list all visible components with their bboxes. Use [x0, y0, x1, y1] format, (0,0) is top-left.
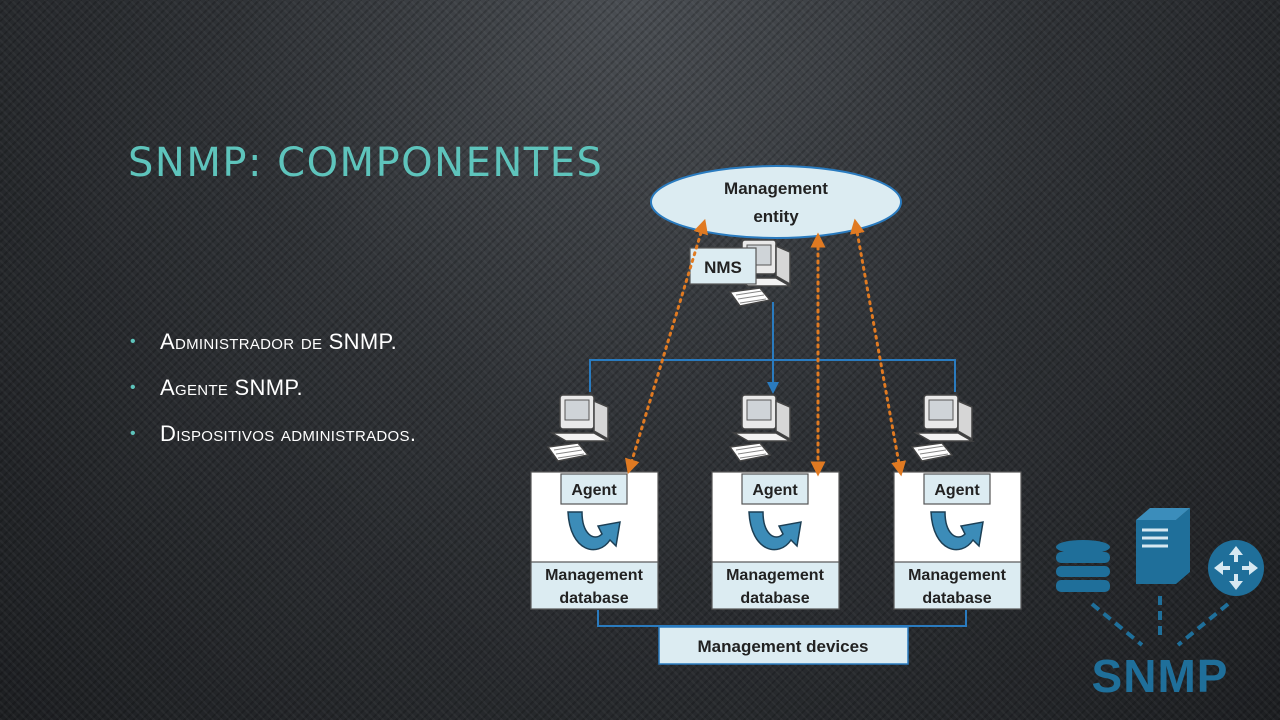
network-lines: [589, 302, 956, 394]
agent-label-3: Agent: [934, 482, 980, 499]
device-box-2: [711, 471, 840, 610]
device-computer-icon-3: [911, 394, 973, 462]
db-label-1-line2: database: [559, 590, 628, 607]
db-label-1-line1: Management: [545, 567, 643, 584]
bullet-list: Administrador de SNMP. Agente SNMP. Disp…: [130, 330, 416, 468]
bullet-item-agent: Agente SNMP.: [130, 376, 416, 401]
server-icon: [1136, 508, 1190, 584]
entity-label-line1: Management: [724, 179, 828, 198]
devices-bracket: [597, 610, 967, 627]
db-label-3-line1: Management: [908, 567, 1006, 584]
database-icon: [1056, 540, 1110, 592]
device-box-3: [893, 471, 1022, 610]
bullet-item-devices: Dispositivos administrados.: [130, 422, 416, 447]
management-devices-box: [658, 626, 909, 665]
entity-label-line2: entity: [753, 207, 799, 226]
db-label-2-line2: database: [740, 590, 809, 607]
agent-label-2: Agent: [752, 482, 798, 499]
snmp-logo: SNMP: [1056, 508, 1264, 702]
management-entity-ellipse: [650, 165, 902, 239]
snmp-logo-text: SNMP: [1092, 650, 1229, 702]
router-icon: [1208, 540, 1264, 596]
nms-label: NMS: [704, 258, 742, 277]
agent-label-1: Agent: [571, 482, 617, 499]
dotted-arrows: [624, 218, 907, 477]
slide-title: SNMP: Componentes: [128, 140, 604, 186]
device-computer-icon-2: [729, 394, 791, 462]
device-computer-icon-1: [547, 394, 609, 462]
management-devices-label: Management devices: [697, 637, 868, 656]
db-label-3-line2: database: [922, 590, 991, 607]
db-label-2-line1: Management: [726, 567, 824, 584]
device-box-1: [530, 471, 659, 610]
bullet-item-manager: Administrador de SNMP.: [130, 330, 416, 355]
